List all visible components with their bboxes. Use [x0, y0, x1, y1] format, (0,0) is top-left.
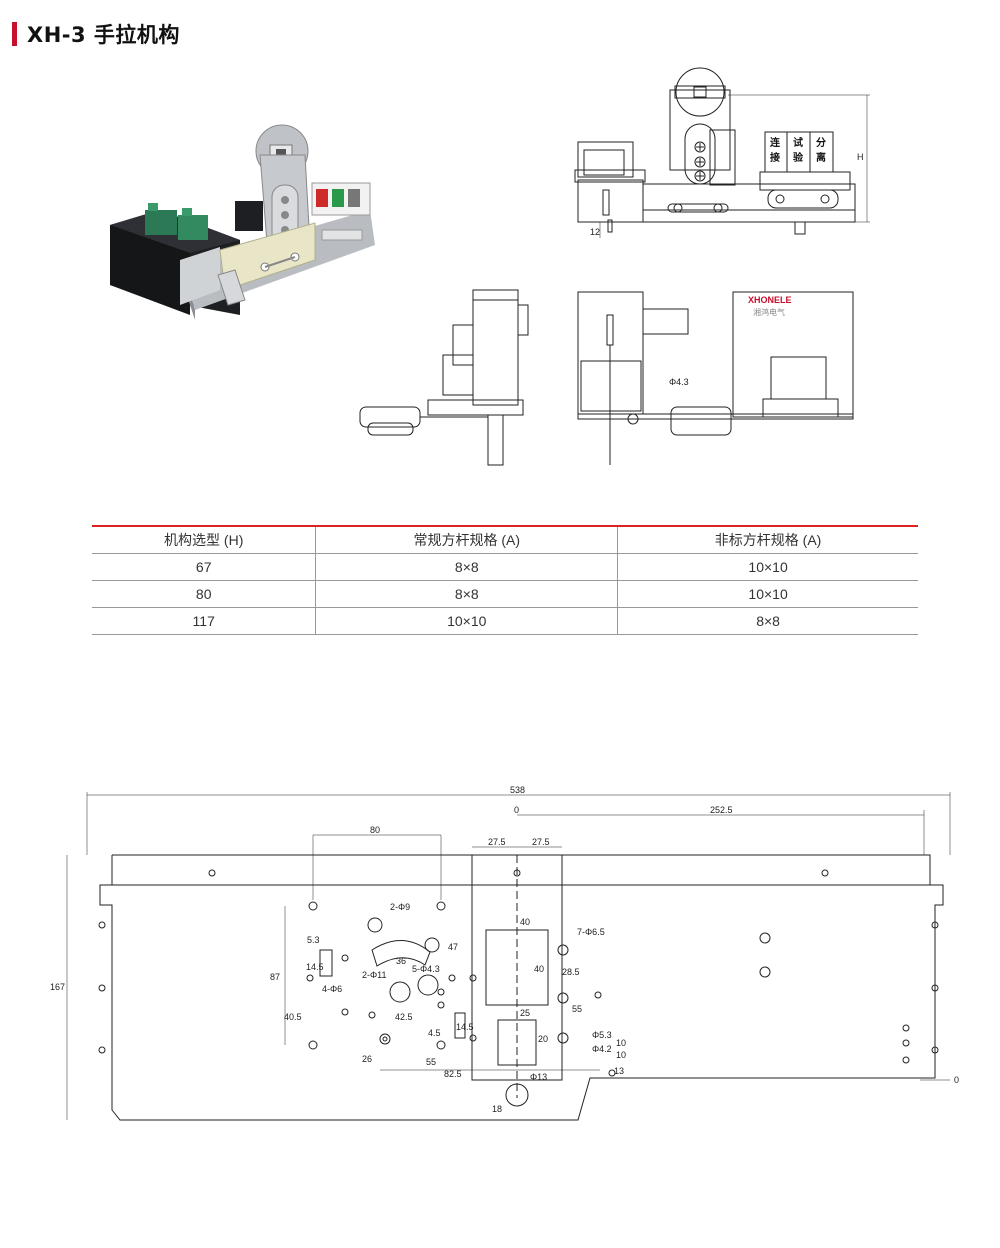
dim-label: 87 — [270, 972, 280, 982]
dim-label: 80 — [370, 825, 380, 835]
table-header: 常规方杆规格 (A) — [315, 525, 618, 554]
brand-logo: XHONELE — [748, 295, 792, 305]
dim-label: 2-Φ9 — [390, 902, 410, 912]
dim-label: 14.5 — [456, 1022, 474, 1032]
table-cell: 10×10 — [617, 580, 918, 608]
dim-label: 82.5 — [444, 1069, 462, 1079]
dim-label: 4.5 — [428, 1028, 441, 1038]
front-view-drawing: 连 接 试 验 分 离 H 12 — [574, 67, 870, 238]
dim-label: 538 — [510, 785, 525, 795]
dim-label: 25 — [520, 1008, 530, 1018]
dim-12: 12 — [590, 227, 600, 237]
dim-label: Φ4.2 — [592, 1044, 612, 1054]
table-row: 80 8×8 10×10 — [92, 580, 918, 608]
dim-label: 55 — [426, 1057, 436, 1067]
hole-label: Φ4.3 — [669, 377, 689, 387]
page-title: XH-3 手拉机构 — [27, 23, 180, 47]
product-render — [110, 124, 375, 320]
dim-label: 47 — [448, 942, 458, 952]
dim-label: 167 — [50, 982, 65, 992]
dim-label: 40 — [520, 917, 530, 927]
dim-label: 18 — [492, 1104, 502, 1114]
table-header-row: 机构选型 (H) 常规方杆规格 (A) 非标方杆规格 (A) — [92, 525, 918, 554]
dim-label: 4-Φ6 — [322, 984, 342, 994]
page-header: XH-3 手拉机构 — [12, 20, 180, 48]
dim-label: 5.3 — [307, 935, 320, 945]
panel-label-connect: 连 — [770, 136, 781, 149]
brand-cn: 湘鸿电气 — [753, 307, 785, 317]
dim-label: 252.5 — [710, 805, 733, 815]
table-row: 117 10×10 8×8 — [92, 607, 918, 635]
dim-label: 2-Φ11 — [362, 970, 387, 980]
table-header: 非标方杆规格 (A) — [617, 525, 918, 554]
panel-label-test: 试 — [793, 136, 803, 149]
table-cell: 10×10 — [617, 553, 918, 581]
top-view-drawing: XHONELE 湘鸿电气 Φ4.3 — [577, 291, 854, 465]
dim-label: 14.5 — [306, 962, 324, 972]
dim-label: 10 — [616, 1038, 626, 1048]
dim-label: Φ5.3 — [592, 1030, 612, 1040]
dim-label: 0 — [514, 805, 519, 815]
svg-text:接: 接 — [770, 151, 780, 164]
svg-text:离: 离 — [816, 151, 826, 164]
dim-label: 10 — [616, 1050, 626, 1060]
dim-label: 5-Φ4.3 — [412, 964, 440, 974]
table-cell: 8×8 — [315, 553, 618, 581]
table-row: 67 8×8 10×10 — [92, 553, 918, 581]
table-cell: 67 — [92, 553, 316, 581]
panel-label-separate: 分 — [816, 136, 826, 149]
dim-label: 7-Φ6.5 — [577, 927, 605, 937]
accent-bar — [12, 22, 17, 46]
dim-h: H — [857, 152, 864, 162]
table-cell: 10×10 — [315, 607, 618, 635]
dim-label: Φ13 — [530, 1072, 547, 1082]
dim-label: 40.5 — [284, 1012, 302, 1022]
dim-label: 0 — [954, 1075, 959, 1085]
dim-label: 27.5 — [532, 837, 550, 847]
dim-label: 36 — [396, 956, 406, 966]
table-cell: 80 — [92, 580, 316, 608]
svg-text:验: 验 — [793, 151, 804, 164]
dim-label: 55 — [572, 1004, 582, 1014]
side-view-drawing — [359, 289, 529, 466]
table-cell: 117 — [92, 607, 316, 635]
table-header: 机构选型 (H) — [92, 525, 316, 554]
mounting-drawing: 538 0 252.5 80 27.5 27.5 167 87 40.5 5.3… — [50, 785, 959, 1121]
table-cell: 8×8 — [315, 580, 618, 608]
dim-label: 28.5 — [562, 967, 580, 977]
dim-label: 13 — [614, 1066, 624, 1076]
dim-label: 40 — [534, 964, 544, 974]
spec-table: 机构选型 (H) 常规方杆规格 (A) 非标方杆规格 (A) 67 8×8 10… — [92, 525, 918, 635]
dim-label: 20 — [538, 1034, 548, 1044]
table-cell: 8×8 — [617, 607, 918, 635]
dim-label: 42.5 — [395, 1012, 413, 1022]
dim-label: 26 — [362, 1054, 372, 1064]
dim-label: 27.5 — [488, 837, 506, 847]
